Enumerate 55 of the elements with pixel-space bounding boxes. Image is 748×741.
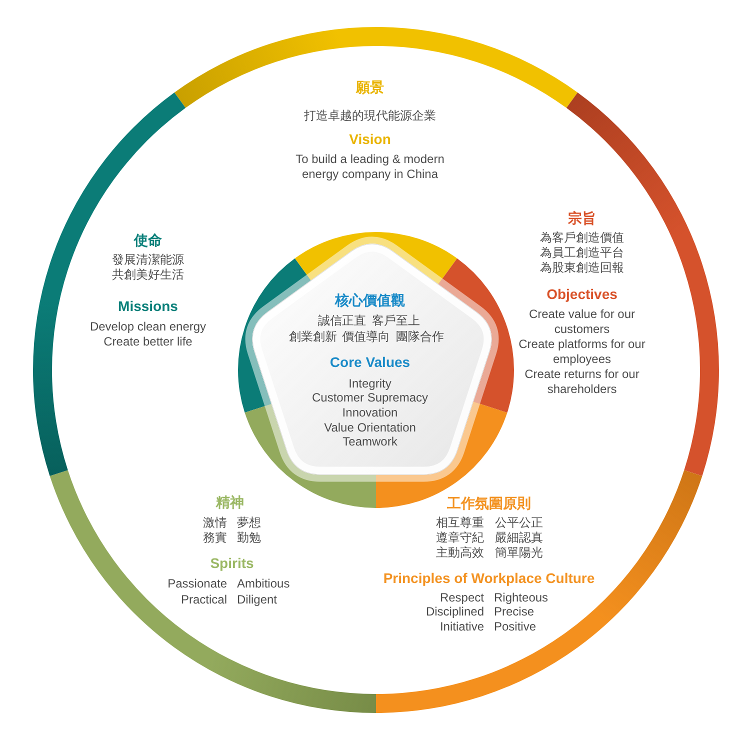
segment-text: Integrity xyxy=(348,376,392,392)
segment-text: Teamwork xyxy=(342,434,398,450)
segment-text: 價值導向 xyxy=(342,330,390,344)
segment-text: Ambitious xyxy=(237,576,290,592)
segment-heading: 使命 xyxy=(134,231,162,249)
segment-heading: 工作氛圍原則 xyxy=(447,494,531,512)
segment-text: Create better life xyxy=(104,334,192,350)
segment-text: 為股東創造回報 xyxy=(540,260,624,276)
segment-heading: 宗旨 xyxy=(568,209,596,227)
segment-text: 勤勉 xyxy=(237,530,261,546)
segment-text: 誠信正直 xyxy=(318,314,366,328)
segment-text: Disciplined xyxy=(426,604,484,620)
segment-text: 遵章守紀 xyxy=(436,530,484,546)
segment-text: 為客戶創造價值 xyxy=(540,230,624,246)
segment-heading: Vision xyxy=(349,130,391,148)
segment-heading: Core Values xyxy=(330,353,410,371)
segment-text: 相互尊重 xyxy=(436,516,484,530)
segment-text: 創業創新 xyxy=(289,330,337,344)
segment-text: Practical xyxy=(180,592,227,608)
segment-text: 發展清潔能源 xyxy=(112,252,184,268)
segment-text: Diligent xyxy=(237,592,278,608)
segment-text: 共創美好生活 xyxy=(112,268,184,282)
segment-text: Value Orientation xyxy=(324,420,416,436)
segment-text: 主動高效 xyxy=(436,546,484,560)
segment-heading: Missions xyxy=(118,297,178,315)
segment-text: 打造卓越的現代能源企業 xyxy=(304,108,436,124)
segment-text: 為員工創造平台 xyxy=(540,246,624,260)
segment-text: Righteous xyxy=(494,590,548,606)
segment-text: Develop clean energy xyxy=(90,320,206,334)
segment-text: Customer Supremacy xyxy=(312,390,428,406)
segment-heading: Objectives xyxy=(546,285,618,303)
segment-heading: Principles of Workplace Culture xyxy=(383,569,595,587)
segment-text: Create value for our customers xyxy=(528,306,636,336)
segment-text: 夢想 xyxy=(237,516,261,530)
segment-heading: 精神 xyxy=(216,493,244,511)
segment-text: Create returns for our shareholders xyxy=(524,366,640,396)
segment-text: Create platforms for our employees xyxy=(518,336,646,366)
segment-text: Passionate xyxy=(168,576,227,592)
segment-text: Positive xyxy=(494,620,536,634)
segment-text: Innovation xyxy=(342,406,398,420)
segment-text: Precise xyxy=(494,604,534,620)
segment-text: 公平公正 xyxy=(495,516,543,530)
segment-text: 簡單陽光 xyxy=(495,546,543,560)
segment-heading: 願景 xyxy=(356,78,384,96)
segment-text: Respect xyxy=(440,590,484,606)
segment-text: 激情 xyxy=(203,516,227,530)
pentagon-panel xyxy=(252,243,492,475)
segment-text: 客戶至上 xyxy=(372,314,420,328)
segment-text: 嚴細認真 xyxy=(495,530,543,546)
segment-text: 務實 xyxy=(203,530,227,546)
segment-heading: Spirits xyxy=(210,554,254,572)
segment-text: To build a leading & modern energy company in China xyxy=(294,152,446,182)
segment-heading: 核心價值觀 xyxy=(335,291,405,309)
segment-text: Initiative xyxy=(440,620,484,634)
segment-text: 團隊合作 xyxy=(396,330,444,344)
